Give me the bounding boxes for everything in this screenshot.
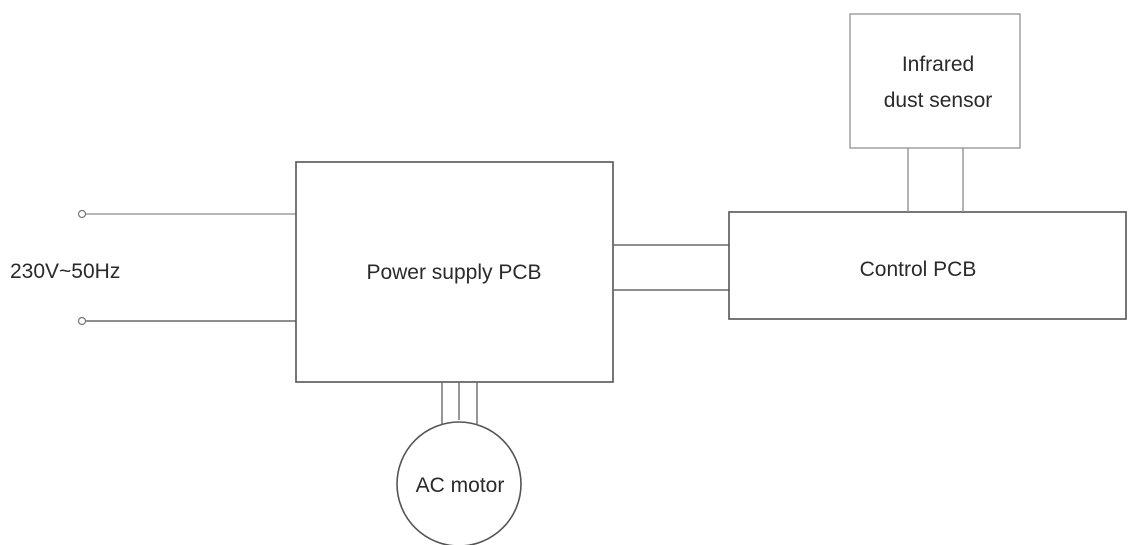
control-pcb: Control PCB [728, 211, 1127, 320]
control-pcb-box [728, 211, 1127, 320]
terminal-bottom [77, 316, 87, 326]
ac-motor: AC motor [396, 382, 522, 545]
dust-sensor-box [849, 13, 1021, 149]
control-pcb-label: Control PCB [860, 258, 977, 281]
pcb-interconnect [613, 244, 729, 291]
power-supply-pcb-box [295, 161, 614, 383]
ac-motor-label: AC motor [416, 474, 505, 497]
mains-input: 230V~50Hz [10, 209, 296, 326]
dust-sensor-label-line1: Infrared [902, 53, 974, 76]
supply-voltage-label: 230V~50Hz [10, 260, 120, 283]
power-supply-pcb-label: Power supply PCB [366, 261, 541, 284]
ac-motor-circle [396, 421, 522, 545]
dust-sensor-label-line2: dust sensor [884, 89, 993, 112]
infrared-dust-sensor: Infrared dust sensor [849, 13, 1021, 212]
power-supply-pcb: Power supply PCB [295, 161, 614, 383]
terminal-top [77, 209, 87, 219]
